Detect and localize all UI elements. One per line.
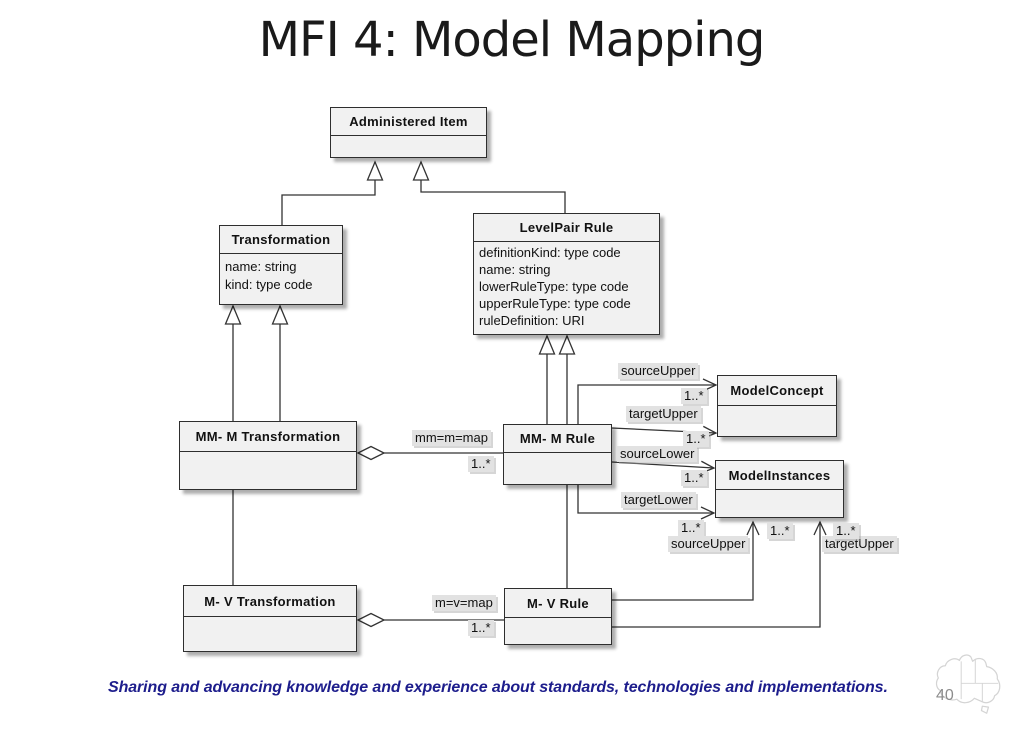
- association-mv-targetupper-to-modelinstances: [612, 520, 827, 628]
- attribute-line: name: string: [479, 262, 551, 277]
- australia-mainland-outline: [935, 654, 1001, 704]
- australia-state-borders: [960, 659, 999, 702]
- footer-tagline: Sharing and advancing knowledge and expe…: [108, 679, 888, 696]
- association-label-mv-sourceupper: sourceUpper: [668, 536, 749, 552]
- class-attributes-empty: [504, 453, 611, 484]
- class-attributes-empty: [716, 490, 843, 517]
- class-modelconcept: ModelConcept: [717, 375, 837, 437]
- association-label-targetupper: targetUpper: [626, 406, 701, 422]
- class-title: M- V Rule: [505, 589, 611, 618]
- class-m-v-rule: M- V Rule: [504, 588, 612, 645]
- association-label-sourceupper: sourceUpper: [618, 363, 699, 379]
- generalization-levelpair-rule-to-administered-item: [412, 160, 566, 213]
- class-mm-m-rule: MM- M Rule: [503, 424, 612, 485]
- class-attributes-empty: [718, 406, 836, 436]
- class-attributes: definitionKind: type code name: string l…: [474, 242, 659, 334]
- class-attributes: name: string kind: type code: [220, 254, 342, 304]
- australia-map-icon: [935, 654, 1001, 714]
- multiplicity-label: 1..*: [681, 470, 707, 486]
- class-transformation: Transformation name: string kind: type c…: [219, 225, 343, 305]
- class-title: MM- M Rule: [504, 425, 611, 453]
- class-title: Administered Item: [331, 108, 486, 136]
- class-title: Transformation: [220, 226, 342, 254]
- page-number: 40: [936, 687, 954, 704]
- association-label-mm-m-map: mm=m=map: [412, 430, 491, 446]
- association-sourcelower-to-modelinstances: [611, 460, 716, 474]
- association-label-m-v-map: m=v=map: [432, 595, 496, 611]
- association-label-sourcelower: sourceLower: [617, 446, 698, 462]
- multiplicity-label: 1..*: [468, 456, 494, 472]
- tasmania-outline: [980, 705, 990, 714]
- association-sourceupper-to-modelconcept: [577, 378, 718, 424]
- page-title: MFI 4: Model Mapping: [258, 12, 766, 68]
- class-modelinstances: ModelInstances: [715, 460, 844, 518]
- attribute-line: name: string: [225, 259, 297, 274]
- class-attributes-empty: [505, 618, 611, 644]
- multiplicity-label: 1..*: [683, 431, 709, 447]
- attribute-line: lowerRuleType: type code: [479, 279, 629, 294]
- attribute-line: kind: type code: [225, 277, 313, 292]
- generalization-transformation-to-administered-item: [281, 160, 384, 225]
- association-targetlower-to-modelinstances: [577, 485, 716, 520]
- class-m-v-transformation: M- V Transformation: [183, 585, 357, 652]
- class-title: MM- M Transformation: [180, 422, 356, 452]
- association-mv-sourceupper-to-modelinstances: [612, 520, 760, 601]
- attribute-line: definitionKind: type code: [479, 245, 621, 260]
- class-attributes-empty: [184, 617, 356, 651]
- class-levelpair-rule: LevelPair Rule definitionKind: type code…: [473, 213, 660, 335]
- multiplicity-label: 1..*: [833, 523, 859, 539]
- multiplicity-label: 1..*: [468, 620, 494, 636]
- multiplicity-label: 1..*: [681, 388, 707, 404]
- class-title: LevelPair Rule: [474, 214, 659, 242]
- class-administered-item: Administered Item: [330, 107, 487, 158]
- multiplicity-label: 1..*: [678, 520, 704, 536]
- association-label-mv-targetupper: targetUpper: [822, 536, 897, 552]
- class-title: ModelInstances: [716, 461, 843, 490]
- class-title: ModelConcept: [718, 376, 836, 406]
- class-title: M- V Transformation: [184, 586, 356, 617]
- class-attributes-empty: [331, 136, 486, 157]
- class-mm-m-transformation: MM- M Transformation: [179, 421, 357, 490]
- multiplicity-label: 1..*: [767, 523, 793, 539]
- association-label-targetlower: targetLower: [621, 492, 696, 508]
- attribute-line: upperRuleType: type code: [479, 296, 631, 311]
- class-attributes-empty: [180, 452, 356, 489]
- attribute-line: ruleDefinition: URI: [479, 313, 585, 328]
